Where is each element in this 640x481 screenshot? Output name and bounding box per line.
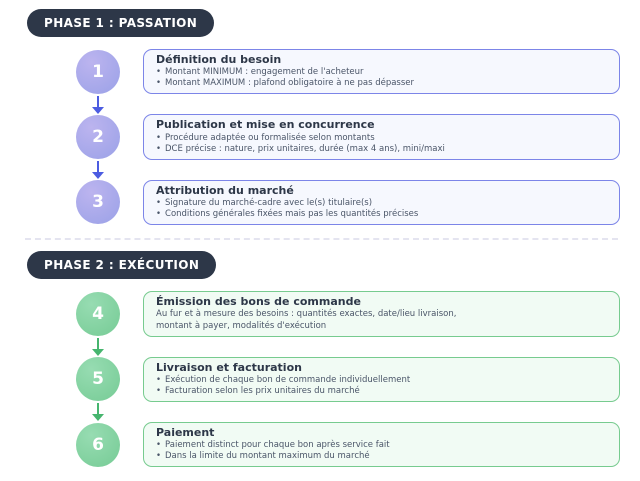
arrow-head <box>92 348 104 356</box>
step-text: Facturation selon les prix unitaires du … <box>165 385 360 396</box>
bullet-icon: • <box>156 385 162 396</box>
bullet-icon: • <box>156 209 162 220</box>
flow-arrow-down-icon <box>92 337 104 356</box>
flow-arrow-down-icon <box>92 161 104 180</box>
step-card: Publication et mise en concurrence•Procé… <box>143 114 620 160</box>
step-title: Émission des bons de commande <box>156 295 361 309</box>
step-number: 2 <box>92 127 104 148</box>
step-number: 3 <box>92 192 104 213</box>
step-text: Exécution de chaque bon de commande indi… <box>165 374 411 385</box>
arrow-stem <box>97 161 99 173</box>
step-text-line: •Procédure adaptée ou formalisée selon m… <box>156 133 607 144</box>
step-col: 3 <box>76 180 120 225</box>
step-title: Livraison et facturation <box>156 360 302 374</box>
step-number: 1 <box>92 61 104 82</box>
step-col: 2 <box>76 114 120 180</box>
bullet-icon: • <box>156 374 162 385</box>
step-circle: 1 <box>76 49 120 94</box>
step-title: Publication et mise en concurrence <box>156 118 375 132</box>
step-text: Conditions générales fixées mais pas les… <box>165 209 419 220</box>
step-number: 4 <box>92 303 104 324</box>
step-card: Définition du besoin•Montant MINIMUM : e… <box>143 49 620 95</box>
phase-2-section: PHASE 2 : EXÉCUTION 4 Émission des bons d… <box>0 251 640 468</box>
flow-arrow-down-icon <box>92 95 104 114</box>
step-text-line: •DCE précise : nature, prix unitaires, d… <box>156 144 607 155</box>
bullet-icon: • <box>156 451 162 462</box>
step-circle: 4 <box>76 291 120 336</box>
phase-1-pill: PHASE 1 : PASSATION <box>27 9 215 37</box>
step-text: Montant MAXIMUM : plafond obligatoire à … <box>165 78 415 89</box>
step-circle: 3 <box>76 180 120 225</box>
arrow-head <box>92 172 104 180</box>
step-text-line: montant à payer, modalités d'exécution <box>156 321 607 332</box>
step-card: Attribution du marché•Signature du march… <box>143 179 620 226</box>
step-text-line: Au fur et à mesure des besoins : quantit… <box>156 309 607 320</box>
step-card: Livraison et facturation•Exécution de ch… <box>143 356 620 402</box>
step-text: Paiement distinct pour chaque bon après … <box>165 440 390 451</box>
arrow-stem <box>97 95 99 107</box>
step-card: Paiement•Paiement distinct pour chaque b… <box>143 421 620 468</box>
step-number: 5 <box>92 369 104 390</box>
step-text: Signature du marché-cadre avec le(s) tit… <box>165 198 373 209</box>
bullet-icon: • <box>156 198 162 209</box>
step-number: 6 <box>92 434 104 455</box>
step-circle: 2 <box>76 115 120 160</box>
step-text-line: •Montant MINIMUM : engagement de l'achet… <box>156 67 607 78</box>
step-text-line: •Dans la limite du montant maximum du ma… <box>156 451 607 462</box>
phase-divider <box>25 238 618 241</box>
step-col: 1 <box>76 49 120 114</box>
step-col: 4 <box>76 291 120 356</box>
step-title: Attribution du marché <box>156 183 294 197</box>
step-text-line: •Conditions générales fixées mais pas le… <box>156 209 607 220</box>
step-text: Dans la limite du montant maximum du mar… <box>165 451 370 462</box>
phase-2-pill: PHASE 2 : EXÉCUTION <box>27 251 217 280</box>
arrow-stem <box>97 337 99 349</box>
step-text: montant à payer, modalités d'exécution <box>156 320 327 331</box>
step-text-line: •Signature du marché-cadre avec le(s) ti… <box>156 198 607 209</box>
step-circle: 5 <box>76 357 120 402</box>
step-text-line: •Paiement distinct pour chaque bon après… <box>156 440 607 451</box>
bullet-icon: • <box>156 132 162 143</box>
flow-arrow-down-icon <box>92 403 104 422</box>
bullet-icon: • <box>156 78 162 89</box>
step-title: Paiement <box>156 425 215 439</box>
bullet-icon: • <box>156 440 162 451</box>
step-circle: 6 <box>76 422 120 467</box>
step-text: Au fur et à mesure des besoins : quantit… <box>156 309 457 320</box>
step-text-line: •Facturation selon les prix unitaires du… <box>156 386 607 397</box>
step-text: Procédure adaptée ou formalisée selon mo… <box>165 132 375 143</box>
step-col: 5 <box>76 357 120 422</box>
step-col: 6 <box>76 422 120 467</box>
step-text: Montant MINIMUM : engagement de l'achete… <box>165 67 364 78</box>
bullet-icon: • <box>156 143 162 154</box>
step-title: Définition du besoin <box>156 53 282 66</box>
step-text-line: •Montant MAXIMUM : plafond obligatoire à… <box>156 78 607 89</box>
arrow-stem <box>97 403 99 415</box>
arrow-head <box>92 414 104 422</box>
arrow-head <box>92 106 104 114</box>
phase-1-section: PHASE 1 : PASSATION 1 Définition du besoi… <box>0 0 640 226</box>
step-text: DCE précise : nature, prix unitaires, du… <box>165 143 445 154</box>
step-text-line: •Exécution de chaque bon de commande ind… <box>156 375 607 386</box>
bullet-icon: • <box>156 67 162 78</box>
